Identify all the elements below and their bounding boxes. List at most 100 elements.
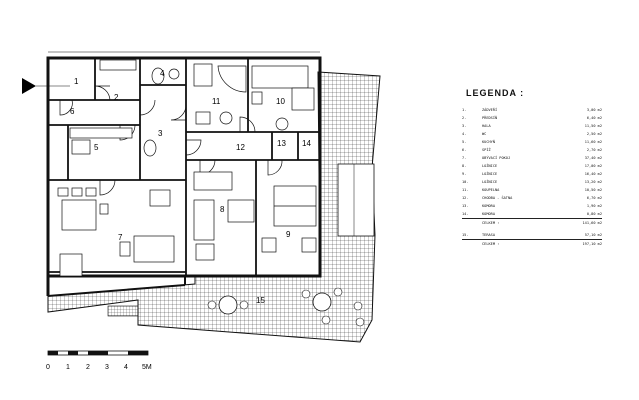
legend-room-name: KOMORA (482, 204, 495, 208)
interior-walls (48, 58, 320, 276)
scale-tick-3: 3 (105, 364, 109, 371)
scale-tick-5: 5M (142, 364, 152, 371)
scale-tick-1: 1 (66, 364, 70, 371)
room-number-14: 14 (302, 139, 311, 148)
room-number-6: 6 (70, 107, 75, 116)
legend-number: 6. (462, 148, 467, 152)
room-number-8: 8 (220, 205, 225, 214)
legend-row: 15. TERASA 57,10 m2 (462, 231, 602, 239)
legend-number: 7. (462, 156, 467, 160)
legend-room-name: OBÝVACÍ POKOJ (482, 156, 511, 160)
legend-room-name: WC (482, 132, 487, 136)
legend-room-name: PŘEDSÍŇ (482, 116, 498, 120)
legend-row: 9. LOŽNICE 16,40 m2 (462, 170, 602, 178)
legend-row: CELKEM : 141,60 m2 (462, 218, 602, 227)
legend-row: CELKEM : 197,10 m2 (462, 239, 602, 248)
room-number-13: 13 (277, 139, 286, 148)
legend-number: 14. (462, 212, 469, 216)
room-number-7: 7 (118, 233, 123, 242)
legend-number: 11. (462, 188, 469, 192)
legend-area: 10,50 m2 (584, 188, 602, 192)
room-numbers: 1 2 3 4 5 6 7 8 9 10 11 12 13 14 15 (70, 69, 311, 305)
floor-plan: 1 2 3 4 5 6 7 8 9 10 11 12 13 14 15 0 1 … (22, 51, 381, 371)
legend-row: 14. KOMORA 0,80 m2 (462, 210, 602, 218)
legend-area: 37,40 m2 (584, 156, 602, 160)
legend-room-name: TERASA (482, 233, 495, 237)
legend-number: 13. (462, 204, 469, 208)
legend-room-name: CELKEM : (482, 221, 500, 225)
legend-row: 4. WC 2,50 m2 (462, 130, 602, 138)
legend-area: 13,20 m2 (584, 180, 602, 184)
room-number-2: 2 (114, 93, 119, 102)
legend-row: 3. HALA 11,50 m2 (462, 122, 602, 130)
room-number-1: 1 (74, 77, 79, 86)
legend-area: 11,50 m2 (584, 124, 602, 128)
legend-room-name: LOŽNICE (482, 180, 498, 184)
legend-number: 5. (462, 140, 467, 144)
legend-row: 12. CHODBA - ŠATNA 6,70 m2 (462, 194, 602, 202)
legend-room-name: LOŽNICE (482, 164, 498, 168)
legend-row: 8. LOŽNICE 17,00 m2 (462, 162, 602, 170)
terrace (47, 71, 381, 343)
legend-area: 11,60 m2 (584, 140, 602, 144)
legend-number: 10. (462, 180, 469, 184)
legend-row: 7. OBÝVACÍ POKOJ 37,40 m2 (462, 154, 602, 162)
legend-room-name: HALA (482, 124, 491, 128)
room-number-3: 3 (158, 129, 163, 138)
legend-area: 141,60 m2 (582, 221, 602, 225)
legend-row: 2. PŘEDSÍŇ 6,40 m2 (462, 114, 602, 122)
outer-walls (46, 51, 322, 297)
legend-title: LEGENDA : (466, 88, 525, 98)
entrance-arrow-icon (22, 78, 70, 94)
legend-room-name: CELKEM : (482, 242, 500, 246)
legend-area: 6,70 m2 (586, 196, 602, 200)
room-number-4: 4 (160, 69, 165, 78)
legend-row: 11. KOUPELNA 10,50 m2 (462, 186, 602, 194)
legend-area: 16,40 m2 (584, 172, 602, 176)
legend-row: 6. SPÍŽ 2,70 m2 (462, 146, 602, 154)
scale-tick-4: 4 (124, 364, 128, 371)
legend-room-name: KOMORA (482, 212, 495, 216)
room-number-5: 5 (94, 143, 99, 152)
room-number-9: 9 (286, 230, 291, 239)
room-number-11: 11 (212, 97, 221, 106)
legend-number (462, 219, 482, 227)
legend-room-name: KOUPELNA (482, 188, 500, 192)
room-number-10: 10 (276, 97, 285, 106)
furniture (57, 59, 317, 277)
legend-number: 12. (462, 196, 469, 200)
legend-area: 3,00 m2 (586, 108, 602, 112)
legend-number (462, 240, 482, 248)
legend-area: 1,90 m2 (586, 204, 602, 208)
legend-row: 13. KOMORA 1,90 m2 (462, 202, 602, 210)
legend-row: 10. LOŽNICE 13,20 m2 (462, 178, 602, 186)
legend-room-name: LOŽNICE (482, 172, 498, 176)
scale-tick-0: 0 (46, 364, 50, 371)
scale-tick-2: 2 (86, 364, 90, 371)
legend-area: 57,10 m2 (584, 233, 602, 237)
legend-area: 0,80 m2 (586, 212, 602, 216)
room-number-15: 15 (256, 296, 265, 305)
legend-number: 9. (462, 172, 467, 176)
legend-area: 2,50 m2 (586, 132, 602, 136)
legend-number: 1. (462, 108, 467, 112)
legend-number: 4. (462, 132, 467, 136)
legend-area: 197,10 m2 (582, 242, 602, 246)
legend-area: 17,00 m2 (584, 164, 602, 168)
legend-rows: 1. ZÁDVEŘÍ 3,00 m2 2. PŘEDSÍŇ 6,40 m2 3. HALA 11… (462, 106, 602, 248)
legend-room-name: CHODBA - ŠATNA (482, 196, 513, 200)
legend-number: 15. (462, 233, 469, 237)
room-number-12: 12 (236, 143, 245, 152)
legend-area: 2,70 m2 (586, 148, 602, 152)
legend-room-name: ZÁDVEŘÍ (482, 108, 498, 112)
scale-bar: 0 1 2 3 4 5M (46, 350, 152, 371)
legend-number: 2. (462, 116, 467, 120)
legend-row: 5. KUCHYŇ 11,60 m2 (462, 138, 602, 146)
legend-room-name: SPÍŽ (482, 148, 491, 152)
legend: LEGENDA : 1. ZÁDVEŘÍ 3,00 m2 2. PŘEDSÍŇ 6,40 … (462, 88, 602, 248)
legend-number: 8. (462, 164, 467, 168)
legend-room-name: KUCHYŇ (482, 140, 495, 144)
legend-row: 1. ZÁDVEŘÍ 3,00 m2 (462, 106, 602, 114)
legend-area: 6,40 m2 (586, 116, 602, 120)
legend-number: 3. (462, 124, 467, 128)
